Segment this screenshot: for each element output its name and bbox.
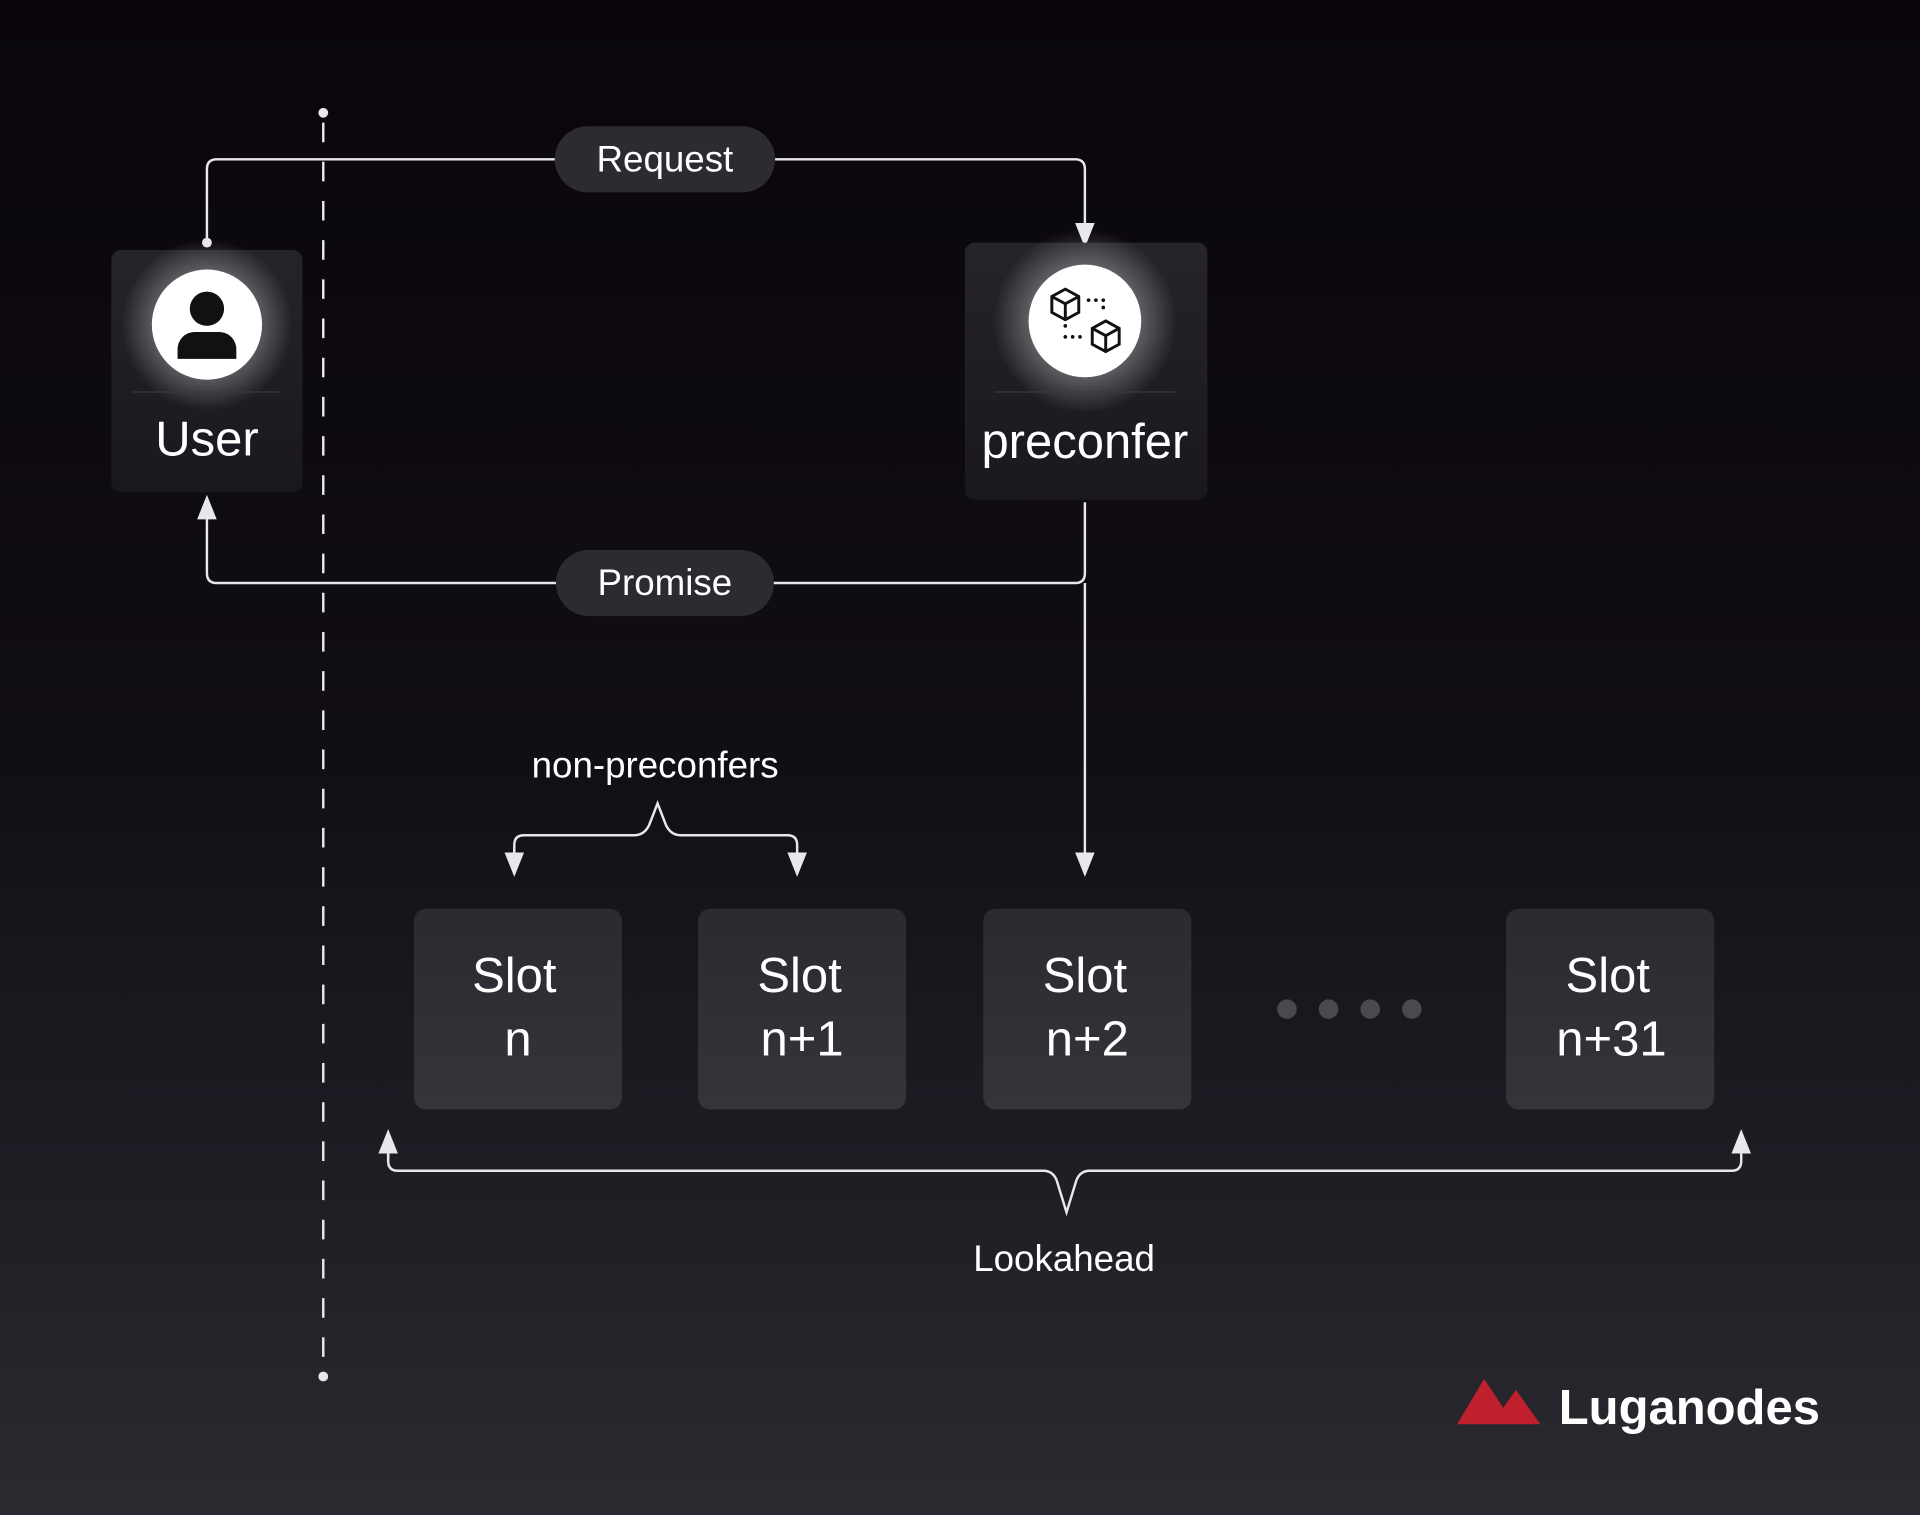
slot-card-n-plus-2: Slot n+2 xyxy=(983,908,1192,1110)
luganodes-logo: Luganodes xyxy=(1457,1378,1820,1435)
user-icon xyxy=(151,269,263,380)
ellipsis-dots xyxy=(1277,999,1422,1019)
svg-text:Request: Request xyxy=(597,139,734,180)
svg-text:Slot: Slot xyxy=(1043,949,1128,1003)
svg-text:Luganodes: Luganodes xyxy=(1559,1381,1820,1435)
preconfer-card: preconfer xyxy=(964,229,1208,500)
lookahead-brace xyxy=(386,1129,1752,1217)
user-card: User xyxy=(111,238,303,493)
non-preconfers-brace xyxy=(513,800,807,877)
svg-text:Slot: Slot xyxy=(472,949,557,1003)
slot-card-n: Slot n xyxy=(413,908,623,1110)
timeline xyxy=(318,107,329,1382)
slot-card-n-plus-1: Slot n+1 xyxy=(697,908,907,1110)
request-pill: Request xyxy=(554,126,776,193)
svg-text:n+1: n+1 xyxy=(761,1013,844,1067)
svg-text:n: n xyxy=(504,1013,531,1067)
svg-text:preconfer: preconfer xyxy=(981,415,1188,469)
promise-pill: Promise xyxy=(555,549,774,617)
svg-text:n+31: n+31 xyxy=(1556,1013,1666,1067)
non-preconfers-label: non-preconfers xyxy=(532,745,779,786)
slot-card-n-plus-31: Slot n+31 xyxy=(1506,908,1715,1110)
svg-text:Promise: Promise xyxy=(598,562,733,603)
lookahead-label: Lookahead xyxy=(973,1238,1155,1279)
svg-text:Slot: Slot xyxy=(1566,949,1651,1003)
cubes-network-icon xyxy=(1028,264,1142,378)
svg-text:User: User xyxy=(155,413,258,467)
svg-text:n+2: n+2 xyxy=(1046,1013,1129,1067)
svg-text:Slot: Slot xyxy=(757,949,842,1003)
